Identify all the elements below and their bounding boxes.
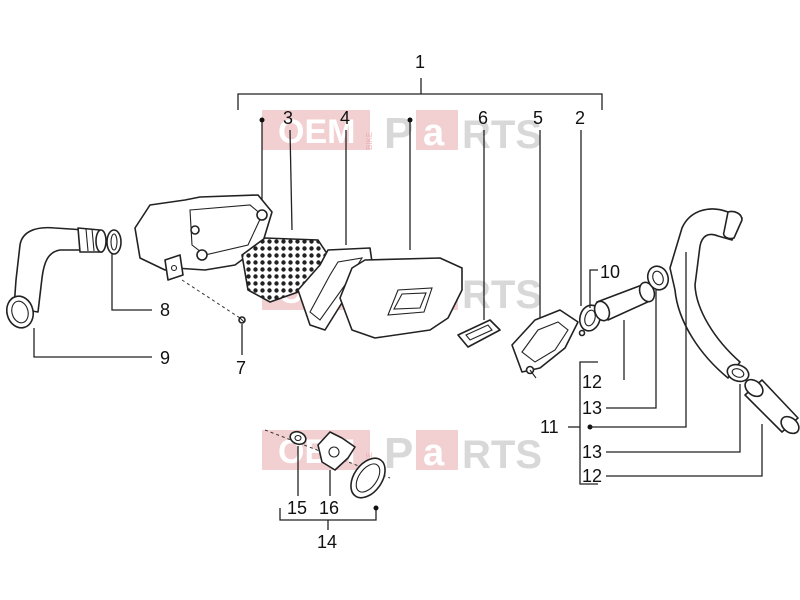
short-pipe-part [744, 378, 800, 435]
watermark-box-oem [262, 110, 370, 150]
clamp-ring-lower-part [726, 363, 750, 383]
reed-valve-part [511, 309, 579, 379]
callout-13-lower: 13 [582, 442, 602, 462]
filter-cover-part [339, 257, 463, 339]
callout-5: 5 [533, 108, 543, 128]
cap-assembly-part [264, 429, 391, 499]
callout-8: 8 [160, 300, 170, 320]
callout-13-upper: 13 [582, 398, 602, 418]
watermark-a-text: a [423, 432, 445, 474]
watermark-bike-text: BIKE [365, 132, 374, 150]
screw-part [181, 279, 246, 324]
callout-1: 1 [415, 52, 425, 72]
callout-2: 2 [575, 108, 585, 128]
callout-10: 10 [600, 262, 620, 282]
watermark-a-text: a [423, 112, 445, 154]
watermark-top: OEM BIKE P a RTS [262, 109, 542, 158]
group-1-bracket [237, 78, 603, 110]
callout-labels: 1 2 3 4 5 6 7 8 9 10 11 12 13 13 12 14 1… [160, 52, 620, 552]
watermark-rts-text: RTS [462, 113, 542, 157]
callout-14: 14 [317, 532, 337, 552]
callout-12-lower: 12 [582, 466, 602, 486]
clamp-ring-upper-part [646, 265, 670, 291]
curved-hose-part [669, 208, 743, 379]
watermark-rts-text: RTS [462, 433, 542, 477]
small-plate-part [457, 319, 501, 348]
watermark-p-text: P [384, 109, 413, 158]
callout-11: 11 [540, 417, 559, 437]
callout-7: 7 [236, 358, 246, 378]
callout-16: 16 [319, 498, 339, 518]
watermark-box-a [416, 110, 458, 150]
intake-hose-part [5, 226, 107, 329]
callout-9: 9 [160, 348, 170, 368]
leader-lines [33, 117, 763, 530]
callout-4: 4 [340, 108, 350, 128]
pipe-section-part [593, 281, 656, 322]
callout-12-upper: 12 [582, 372, 602, 392]
watermark-rts-text: RTS [462, 273, 542, 317]
watermark-box-a [416, 430, 458, 470]
hose-clamp-part [106, 229, 122, 255]
callout-15: 15 [287, 498, 307, 518]
callout-6: 6 [478, 108, 488, 128]
watermark-bottom: OEM BIKE P a RTS [262, 429, 542, 478]
watermark-p-text: P [384, 429, 413, 478]
callout-3: 3 [283, 108, 293, 128]
